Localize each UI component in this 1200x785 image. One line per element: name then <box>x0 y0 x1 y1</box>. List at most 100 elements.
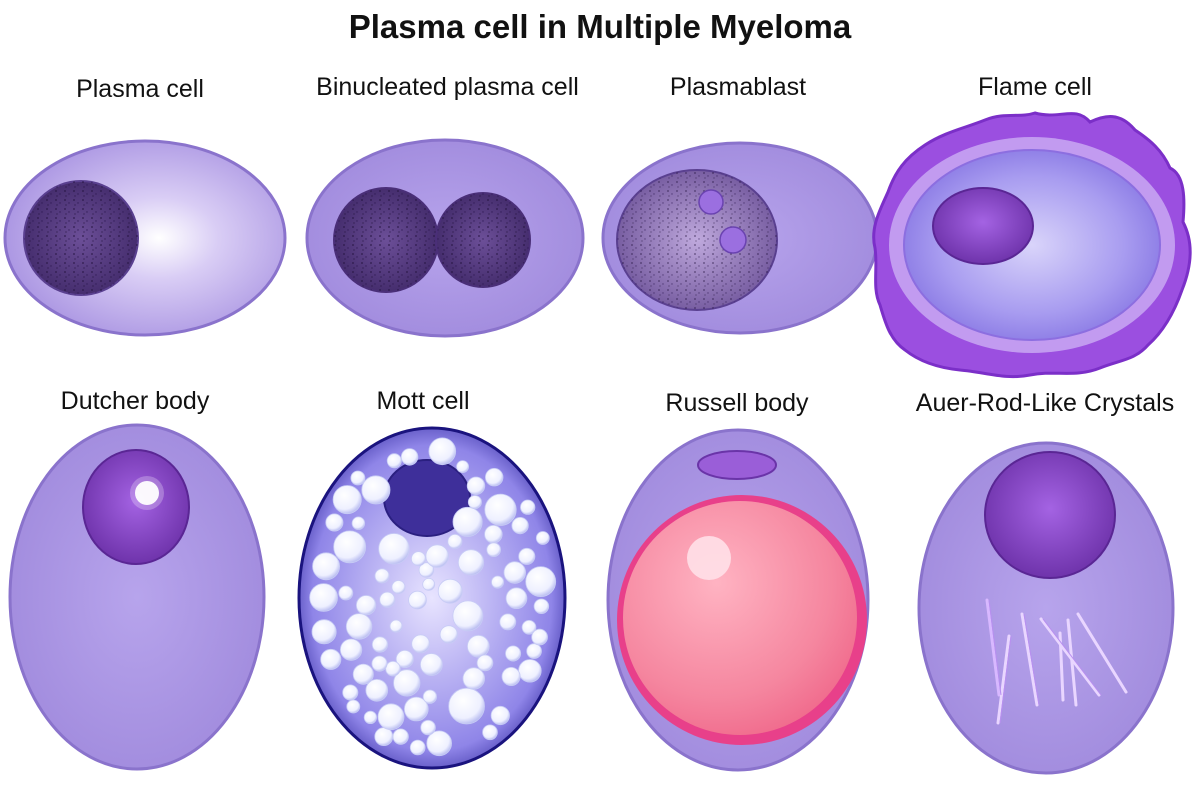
vacuole <box>505 587 528 609</box>
vacuole <box>309 583 338 612</box>
vacuole <box>395 650 414 669</box>
vacuole <box>456 460 470 474</box>
page-title: Plasma cell in Multiple Myeloma <box>348 8 852 45</box>
vacuole <box>365 678 389 702</box>
vacuole <box>485 468 504 487</box>
vacuole <box>437 578 463 604</box>
vacuole <box>411 634 431 654</box>
vacuole <box>526 643 542 659</box>
vacuole <box>531 628 548 646</box>
vacuole <box>320 648 342 670</box>
vacuole <box>393 669 421 697</box>
vacuole <box>325 513 344 532</box>
vacuole <box>379 591 396 608</box>
label-auer-rod-like-crystals: Auer-Rod-Like Crystals <box>915 389 1175 417</box>
vacuole <box>409 739 426 756</box>
vacuole <box>352 663 374 685</box>
flame-cell <box>872 111 1192 379</box>
label-plasma-cell: Plasma cell <box>76 75 204 103</box>
vacuole <box>482 724 498 741</box>
vacuole <box>422 578 436 591</box>
vacuole <box>312 552 341 581</box>
vacuole <box>389 619 403 633</box>
vacuole <box>345 613 373 640</box>
vacuole <box>501 667 521 687</box>
vacuole <box>311 619 337 645</box>
vacuole <box>422 689 437 704</box>
label-mott-cell: Mott cell <box>376 387 470 415</box>
vacuole <box>503 561 527 584</box>
vacuole <box>355 595 377 616</box>
vacuole <box>533 598 550 615</box>
auer-rod-like-crystals <box>917 441 1175 775</box>
label-binucleated-plasma-cell: Binucleated plasma cell <box>316 73 579 101</box>
vacuole <box>346 699 361 714</box>
vacuole <box>374 568 390 584</box>
vacuole <box>499 613 517 631</box>
vacuole <box>392 728 409 745</box>
vacuole <box>361 475 391 505</box>
vacuole <box>466 634 490 658</box>
vacuole <box>419 653 443 676</box>
vacuole <box>462 667 486 690</box>
vacuole <box>426 730 453 757</box>
vacuole <box>351 516 366 530</box>
dutcher-body <box>8 423 266 771</box>
russell-body <box>606 428 870 772</box>
vacuole <box>333 530 367 564</box>
binucleated-plasma-cell <box>305 138 585 338</box>
vacuole <box>535 531 550 545</box>
vacuole <box>428 437 457 466</box>
vacuole <box>466 476 486 496</box>
vacuole <box>403 696 429 722</box>
vacuole <box>521 619 537 635</box>
vacuole <box>386 453 402 469</box>
vacuole <box>457 549 485 576</box>
vacuole <box>486 542 502 557</box>
vacuole <box>439 625 458 644</box>
vacuole <box>363 710 377 725</box>
label-dutcher-body: Dutcher body <box>60 387 210 415</box>
plasmablast <box>601 141 879 335</box>
vacuole <box>520 499 536 515</box>
vacuole <box>420 719 436 736</box>
vacuole <box>378 533 410 565</box>
vacuole <box>484 525 503 544</box>
vacuole <box>339 638 363 661</box>
vacuole <box>511 516 529 535</box>
vacuole <box>452 506 483 537</box>
vacuole <box>385 661 401 677</box>
mott-cell <box>297 426 567 770</box>
vacuole <box>425 544 449 568</box>
label-plasmablast: Plasmablast <box>669 73 807 101</box>
vacuole <box>410 551 426 567</box>
vacuole <box>505 645 522 662</box>
label-russell-body: Russell body <box>665 389 809 417</box>
vacuole <box>418 562 435 578</box>
vacuole <box>371 636 389 653</box>
vacuole <box>374 727 394 746</box>
vacuole <box>518 547 536 565</box>
vacuole <box>484 493 517 526</box>
vacuole <box>476 654 494 672</box>
vacuole <box>377 703 405 731</box>
mott-vacuoles <box>309 437 557 757</box>
vacuole <box>350 470 366 486</box>
vacuole <box>525 566 557 597</box>
vacuole <box>491 575 505 589</box>
label-flame-cell: Flame cell <box>978 73 1092 101</box>
vacuole <box>490 705 510 726</box>
vacuole <box>332 485 362 515</box>
vacuole <box>447 534 463 550</box>
vacuole <box>452 600 484 632</box>
vacuole <box>391 580 406 595</box>
vacuole <box>448 687 485 725</box>
vacuole <box>338 585 354 601</box>
vacuole <box>400 448 419 466</box>
vacuole <box>371 655 388 672</box>
plasma-cell <box>3 139 287 337</box>
vacuole <box>408 590 427 610</box>
vacuole <box>342 684 359 701</box>
vacuole <box>518 659 542 683</box>
